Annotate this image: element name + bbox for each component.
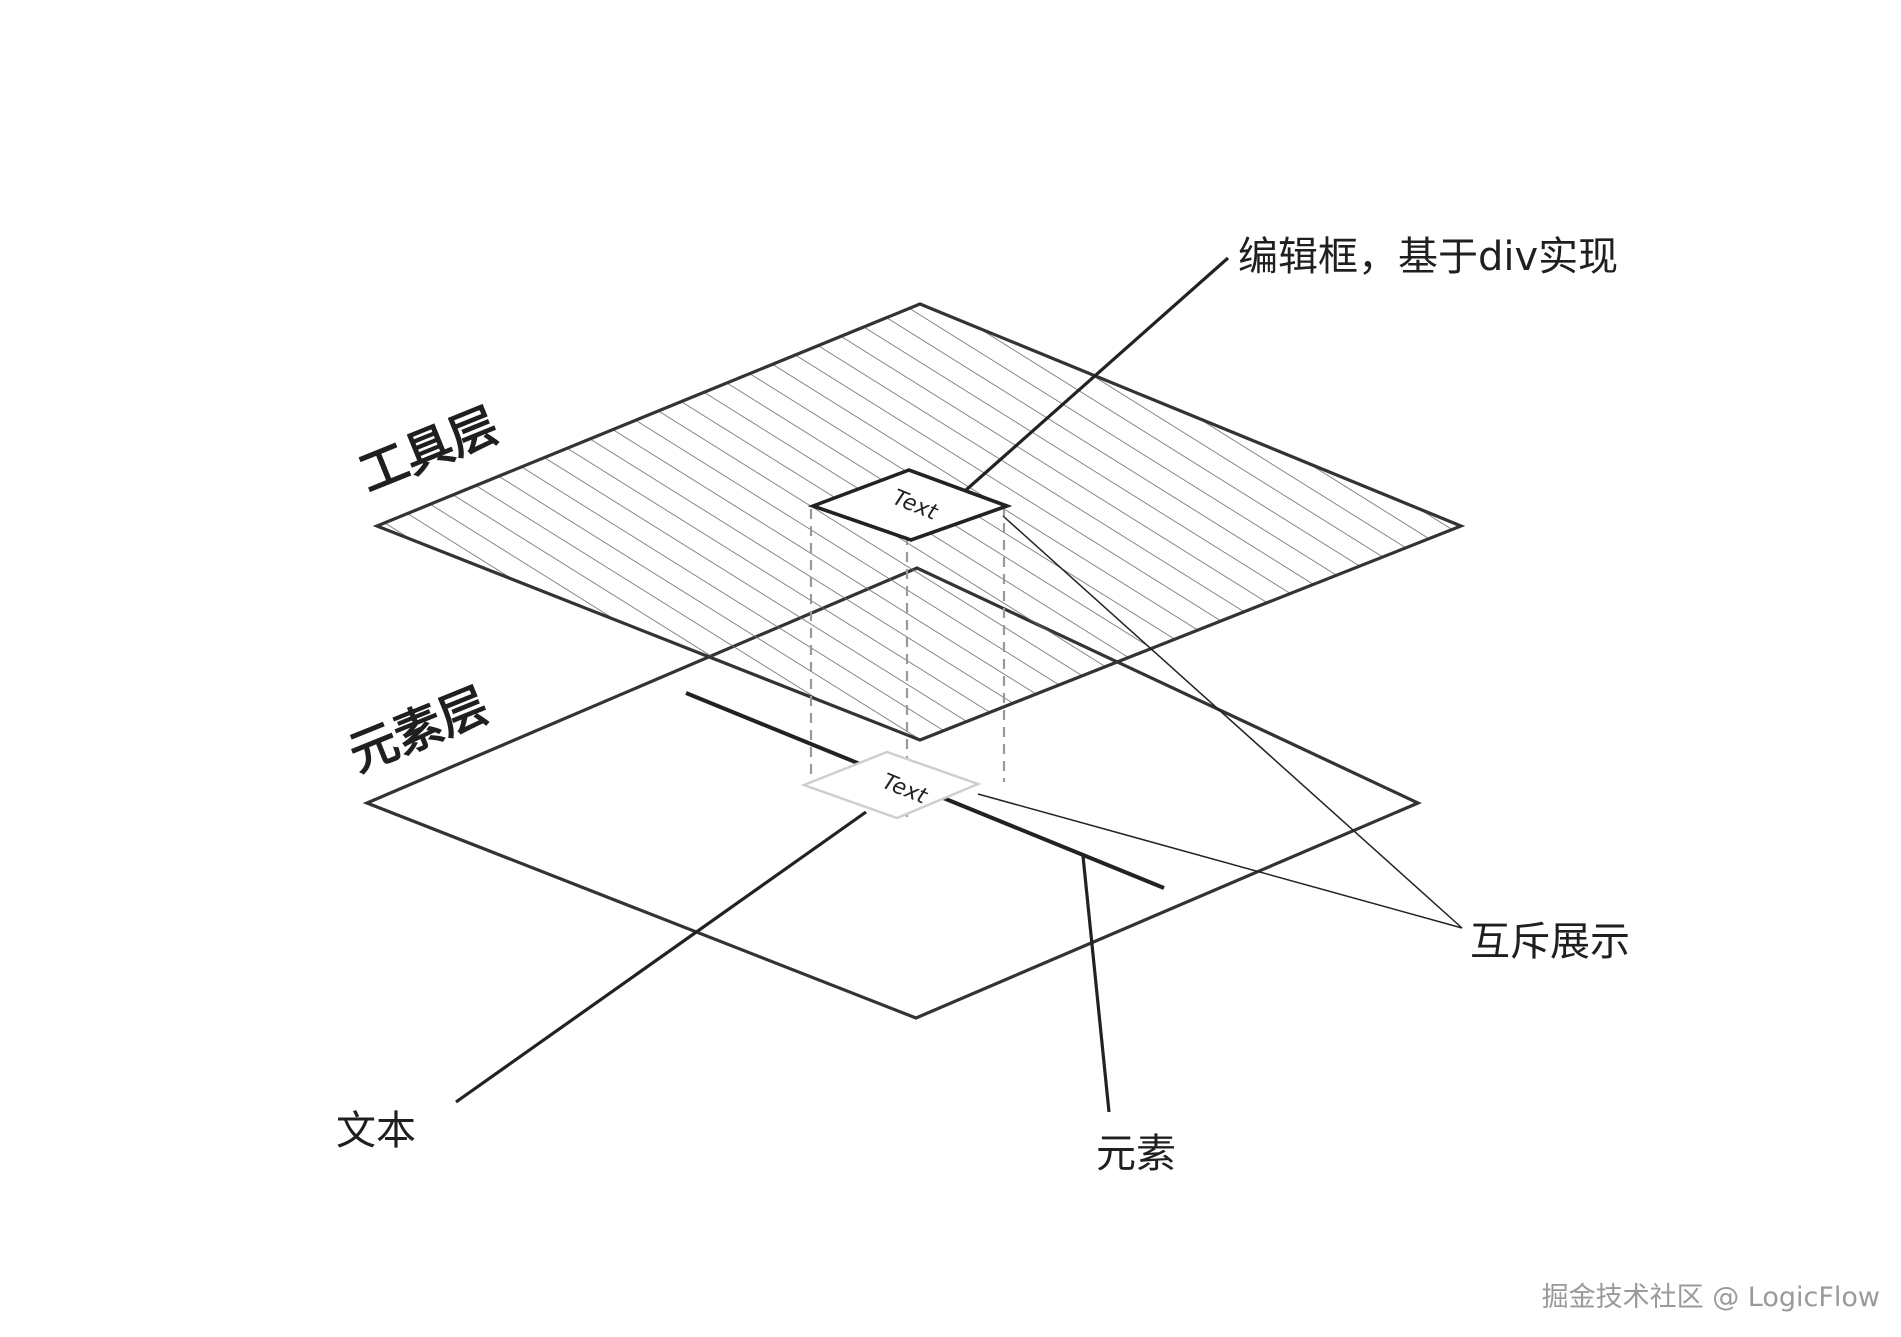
element-text-box — [800, 750, 982, 820]
edit-box — [807, 468, 1013, 542]
watermark: 掘金技术社区 @ LogicFlow — [1542, 1282, 1880, 1313]
edit-box-callout: 编辑框，基于div实现 — [1238, 234, 1618, 280]
element-layer-label: 元素层 — [342, 677, 497, 783]
text-callout: 文本 — [336, 1108, 416, 1154]
callout-lines — [455, 256, 1463, 1113]
mutual-display-callout: 互斥展示 — [1470, 919, 1630, 965]
projection-lines — [809, 506, 1006, 818]
element-callout: 元素 — [1096, 1131, 1176, 1177]
